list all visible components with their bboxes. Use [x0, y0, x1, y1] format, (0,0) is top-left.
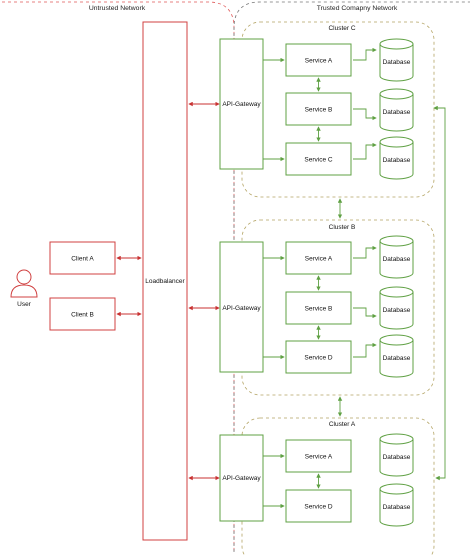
api-gateway-a-label: API-Gateway [222, 475, 261, 482]
cluster-c-service-c[interactable]: Service C [285, 142, 352, 176]
database-label: Database [383, 504, 411, 511]
cluster-b-service-d[interactable]: Service D [285, 340, 352, 374]
trusted-network-zone [233, 1, 470, 552]
cluster-b-database-3[interactable]: Database [379, 334, 414, 378]
database-label: Database [383, 157, 411, 164]
client-b-box[interactable]: Client B [49, 297, 116, 331]
cluster-a-container [241, 417, 435, 556]
cluster-a-service-d[interactable]: Service D [285, 489, 352, 523]
gateway-a-connectors [263, 453, 285, 509]
client-a-label: Client A [71, 256, 94, 263]
gateway-b-connectors [263, 255, 285, 360]
gateway-c-connectors [263, 57, 285, 162]
client-a-box[interactable]: Client A [49, 241, 116, 275]
cluster-b-database-2[interactable]: Database [379, 286, 414, 330]
cluster-a-service-a-label: Service A [305, 454, 333, 461]
cluster-c-service-c-label: Service C [304, 157, 332, 164]
database-label: Database [383, 109, 411, 116]
db-connectors [353, 47, 377, 358]
cluster-a-service-d-label: Service D [304, 504, 332, 511]
cluster-b-service-a[interactable]: Service A [285, 241, 352, 275]
cluster-b-database-1[interactable]: Database [379, 235, 414, 279]
cluster-b-service-b[interactable]: Service B [285, 291, 352, 325]
cluster-c-service-b[interactable]: Service B [285, 92, 352, 126]
user-icon [10, 269, 38, 298]
cluster-b-service-a-label: Service A [305, 256, 333, 263]
link-cluster-c-a-side [433, 105, 446, 481]
cluster-a-service-a[interactable]: Service A [285, 439, 352, 473]
database-label: Database [383, 59, 411, 66]
cluster-a-database-1[interactable]: Database [379, 433, 414, 477]
api-gateway-a[interactable]: API-Gateway [219, 434, 264, 522]
database-label: Database [383, 355, 411, 362]
api-gateway-c-label: API-Gateway [222, 101, 261, 108]
cluster-c-service-a-label: Service A [305, 58, 333, 65]
api-gateway-b-label: API-Gateway [222, 305, 261, 312]
api-gateway-c[interactable]: API-Gateway [219, 38, 264, 170]
untrusted-network-label: Untrusted Network [89, 5, 146, 12]
loadbalancer-label: Loadbalancer [145, 278, 185, 285]
cluster-b-service-d-label: Service D [304, 355, 332, 362]
cluster-c-service-a[interactable]: Service A [285, 43, 352, 77]
cluster-b-title: Cluster B [329, 224, 356, 231]
client-b-label: Client B [71, 312, 94, 319]
database-label: Database [383, 454, 411, 461]
cluster-c-database-3[interactable]: Database [379, 136, 414, 180]
cluster-a-database-2[interactable]: Database [379, 483, 414, 527]
cluster-b-service-b-label: Service B [305, 306, 333, 313]
loadbalancer-box[interactable]: Loadbalancer [142, 21, 188, 541]
cluster-c-title: Cluster C [328, 25, 355, 32]
user-label: User [17, 301, 32, 308]
database-label: Database [383, 307, 411, 314]
cluster-c-service-b-label: Service B [305, 107, 333, 114]
database-label: Database [383, 256, 411, 263]
cluster-c-database-1[interactable]: Database [379, 38, 414, 82]
cluster-c-database-2[interactable]: Database [379, 88, 414, 132]
untrusted-network-zone [2, 1, 235, 552]
api-gateway-b[interactable]: API-Gateway [219, 241, 264, 373]
cluster-a-title: Cluster A [329, 421, 356, 428]
trusted-network-label: Trusted Comapny Network [317, 5, 398, 12]
